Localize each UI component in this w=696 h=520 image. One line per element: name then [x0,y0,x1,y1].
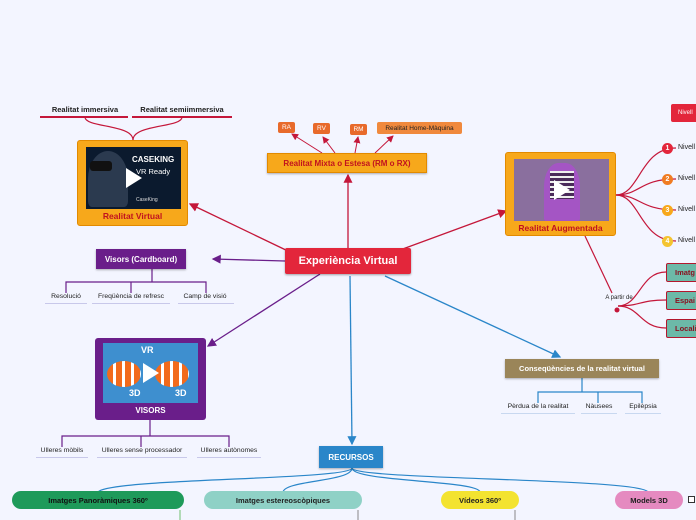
thumb-logo: CaseKing [136,197,158,203]
underline [92,303,170,304]
nivells-tag[interactable]: Nivell [671,104,696,122]
item-camp-de-visio[interactable]: Camp de visió [183,293,227,300]
underline [197,457,261,458]
subtopic-realitat-immersiva[interactable]: Realitat immersiva [51,105,119,114]
item-ulleres-mobils[interactable]: Ulleres mòbils [40,447,84,454]
visors-title: VISORS [135,406,166,415]
subtopic-realitat-semiimmersiva[interactable]: Realitat semiimmersiva [140,105,224,114]
level-4-icon: 4 [662,236,673,247]
3d-badge-right: 3D [175,388,187,398]
tag-rm[interactable]: RM [350,124,367,135]
underline [625,413,661,414]
vr-video-thumbnail[interactable]: CASEKING VR Ready CaseKing [86,147,181,209]
recurs-imatges-estereoscopiques[interactable]: Imatges estereoscòpiques [204,491,362,509]
play-icon[interactable] [143,363,159,383]
item-epilepsia[interactable]: Epilèpsia [629,403,657,410]
underline [97,457,187,458]
item-ulleres-autonomes[interactable]: Ulleres autònomes [200,447,258,454]
play-icon[interactable] [126,168,142,188]
clownfish-right [155,361,189,387]
3d-badge-left: 3D [129,388,141,398]
collapse-icon[interactable] [688,496,695,503]
visors-node[interactable]: VR 3D 3D VISORS [95,338,206,420]
underline [40,116,128,118]
item-resolucio[interactable]: Resolució [51,293,81,300]
level-2-icon: 2 [662,174,673,185]
level-2-label[interactable]: Nivell [678,175,696,182]
tag-rv[interactable]: RV [313,123,330,134]
visors-video-thumbnail[interactable]: VR 3D 3D [103,343,198,403]
level-1-label[interactable]: Nivell [678,144,696,151]
play-icon[interactable] [554,180,570,200]
realitat-virtual-node[interactable]: CASEKING VR Ready CaseKing Realitat Virt… [77,140,188,226]
level-4-label[interactable]: Nivell [678,237,696,244]
item-perdua-realitat[interactable]: Pèrdua de la realitat [507,403,569,410]
item-frequencia-refresc[interactable]: Freqüència de refresc [97,293,165,300]
vr-badge: VR [141,345,154,355]
realitat-mixta-node[interactable]: Realitat Mixta o Estesa (RM o RX) [267,153,427,173]
underline [581,413,617,414]
underline [178,303,234,304]
realitat-augmentada-title: Realitat Augmentada [518,223,603,233]
realitat-augmentada-node[interactable]: Realitat Augmentada [505,152,616,236]
level-3-label[interactable]: Nivell [678,206,696,213]
tag-ra[interactable]: RA [278,122,295,133]
underline [501,413,575,414]
level-3-icon: 3 [662,205,673,216]
level-1-icon: 1 [662,143,673,154]
source-espai[interactable]: Espai [666,291,696,310]
underline [45,303,87,304]
recurs-imatges-panoramiques[interactable]: Imatges Panoràmiques 360º [12,491,184,509]
thumb-caption-2: VR Ready [136,167,171,176]
visors-cardboard-node[interactable]: Visors (Cardboard) [96,249,186,269]
person-silhouette [88,151,128,207]
item-ulleres-sense-processador[interactable]: Ulleres sense processador [101,447,183,454]
recursos-node[interactable]: RECURSOS [319,446,383,468]
realitat-virtual-title: Realitat Virtual [102,211,163,221]
ar-video-thumbnail[interactable] [514,159,609,221]
recurs-models-3d[interactable]: Models 3D [615,491,683,509]
vr-headset-icon [90,161,112,171]
underline [36,457,88,458]
thumb-caption-1: CASEKING [132,155,175,164]
source-localitzacio[interactable]: Locali [666,319,696,338]
source-imatges[interactable]: Imatg [666,263,696,282]
recurs-videos-360[interactable]: Vídeos 360º [441,491,519,509]
item-nausees[interactable]: Nàusees [585,403,613,410]
underline [132,116,232,118]
clownfish-left [107,361,141,387]
consequencies-node[interactable]: Conseqüències de la realitat virtual [505,359,659,378]
a-partir-de-label[interactable]: A partir de [605,295,633,301]
tag-realitat-home-maquina[interactable]: Realitat Home-Màquina [377,122,462,134]
central-topic[interactable]: Experiència Virtual [285,248,411,274]
